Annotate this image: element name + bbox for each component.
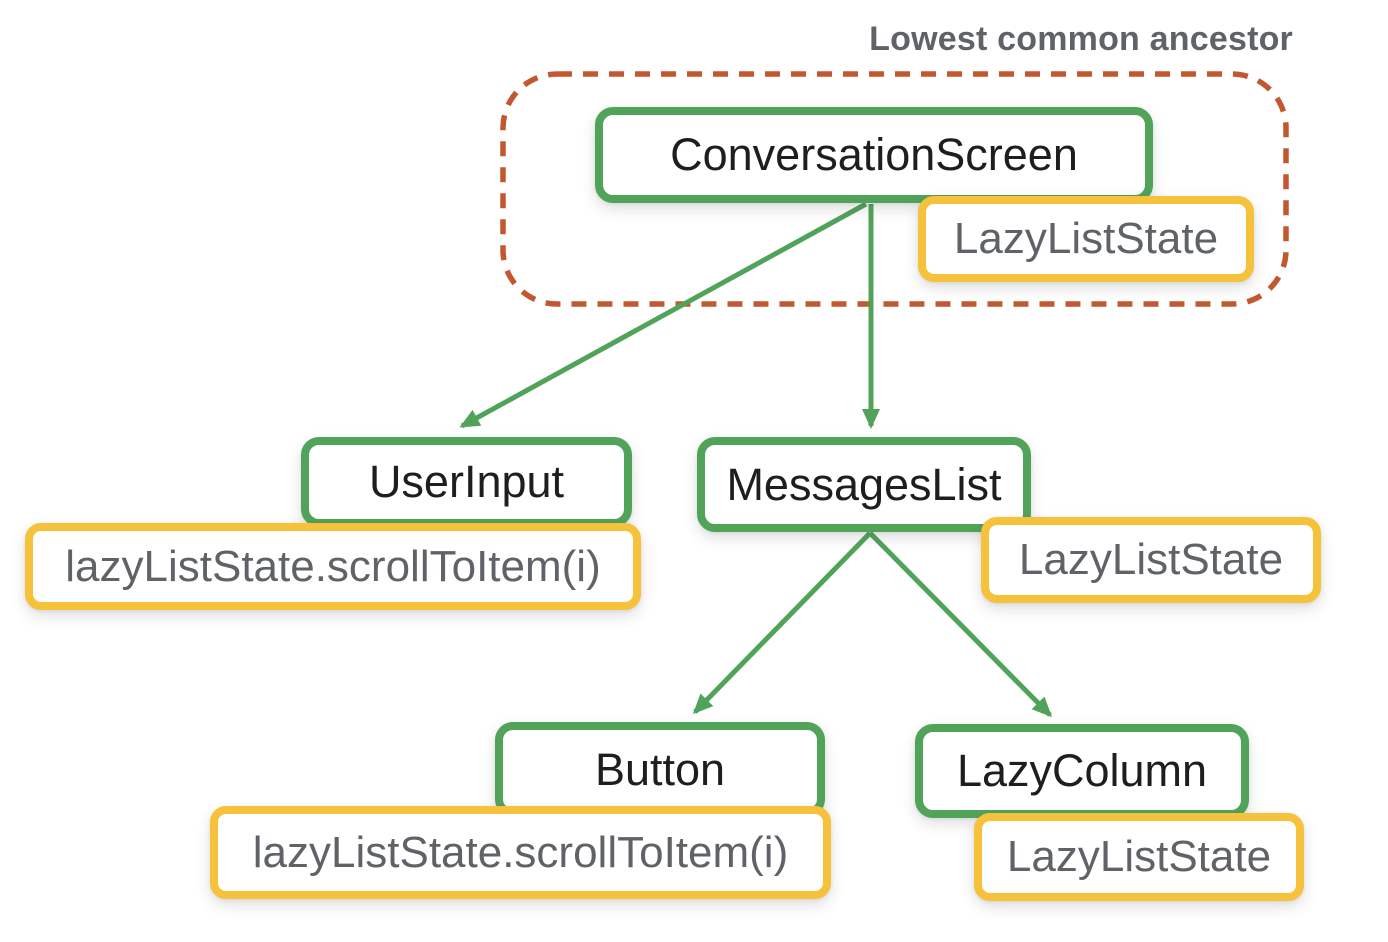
state-badge-lazy-column-label: LazyListState [1006, 832, 1272, 881]
node-user-input: UserInput [301, 437, 632, 527]
node-button: Button [495, 722, 825, 817]
event-badge-button: lazyListState.scrollToItem(i) [210, 806, 831, 899]
lowest-common-ancestor-boundary [500, 71, 1289, 307]
node-lazy-column: LazyColumn [915, 724, 1249, 818]
event-badge-user-input: lazyListState.scrollToItem(i) [25, 523, 641, 610]
edge-messageslist-to-lazycolumn [868, 531, 1053, 718]
node-messages-list-label: MessagesList [726, 458, 1002, 510]
event-badge-button-label: lazyListState.scrollToItem(i) [252, 827, 789, 877]
node-user-input-label: UserInput [368, 456, 565, 507]
edge-messageslist-to-button [692, 531, 872, 715]
node-lazy-column-label: LazyColumn [956, 745, 1208, 796]
event-badge-user-input-label: lazyListState.scrollToItem(i) [65, 541, 601, 591]
edge-conversationscreen-to-userinput [459, 201, 868, 429]
state-badge-lazy-column: LazyListState [974, 813, 1304, 901]
node-button-label: Button [594, 743, 726, 795]
state-badge-conversation-screen: LazyListState [918, 196, 1254, 282]
state-badge-messages-list-label: LazyListState [1018, 535, 1284, 584]
state-badge-conversation-screen-label: LazyListState [953, 214, 1219, 263]
node-conversation-screen-label: ConversationScreen [670, 129, 1078, 180]
state-badge-messages-list: LazyListState [981, 517, 1321, 603]
node-messages-list: MessagesList [697, 437, 1031, 532]
node-conversation-screen: ConversationScreen [595, 107, 1153, 203]
lowest-common-ancestor-label: Lowest common ancestor [869, 20, 1293, 58]
